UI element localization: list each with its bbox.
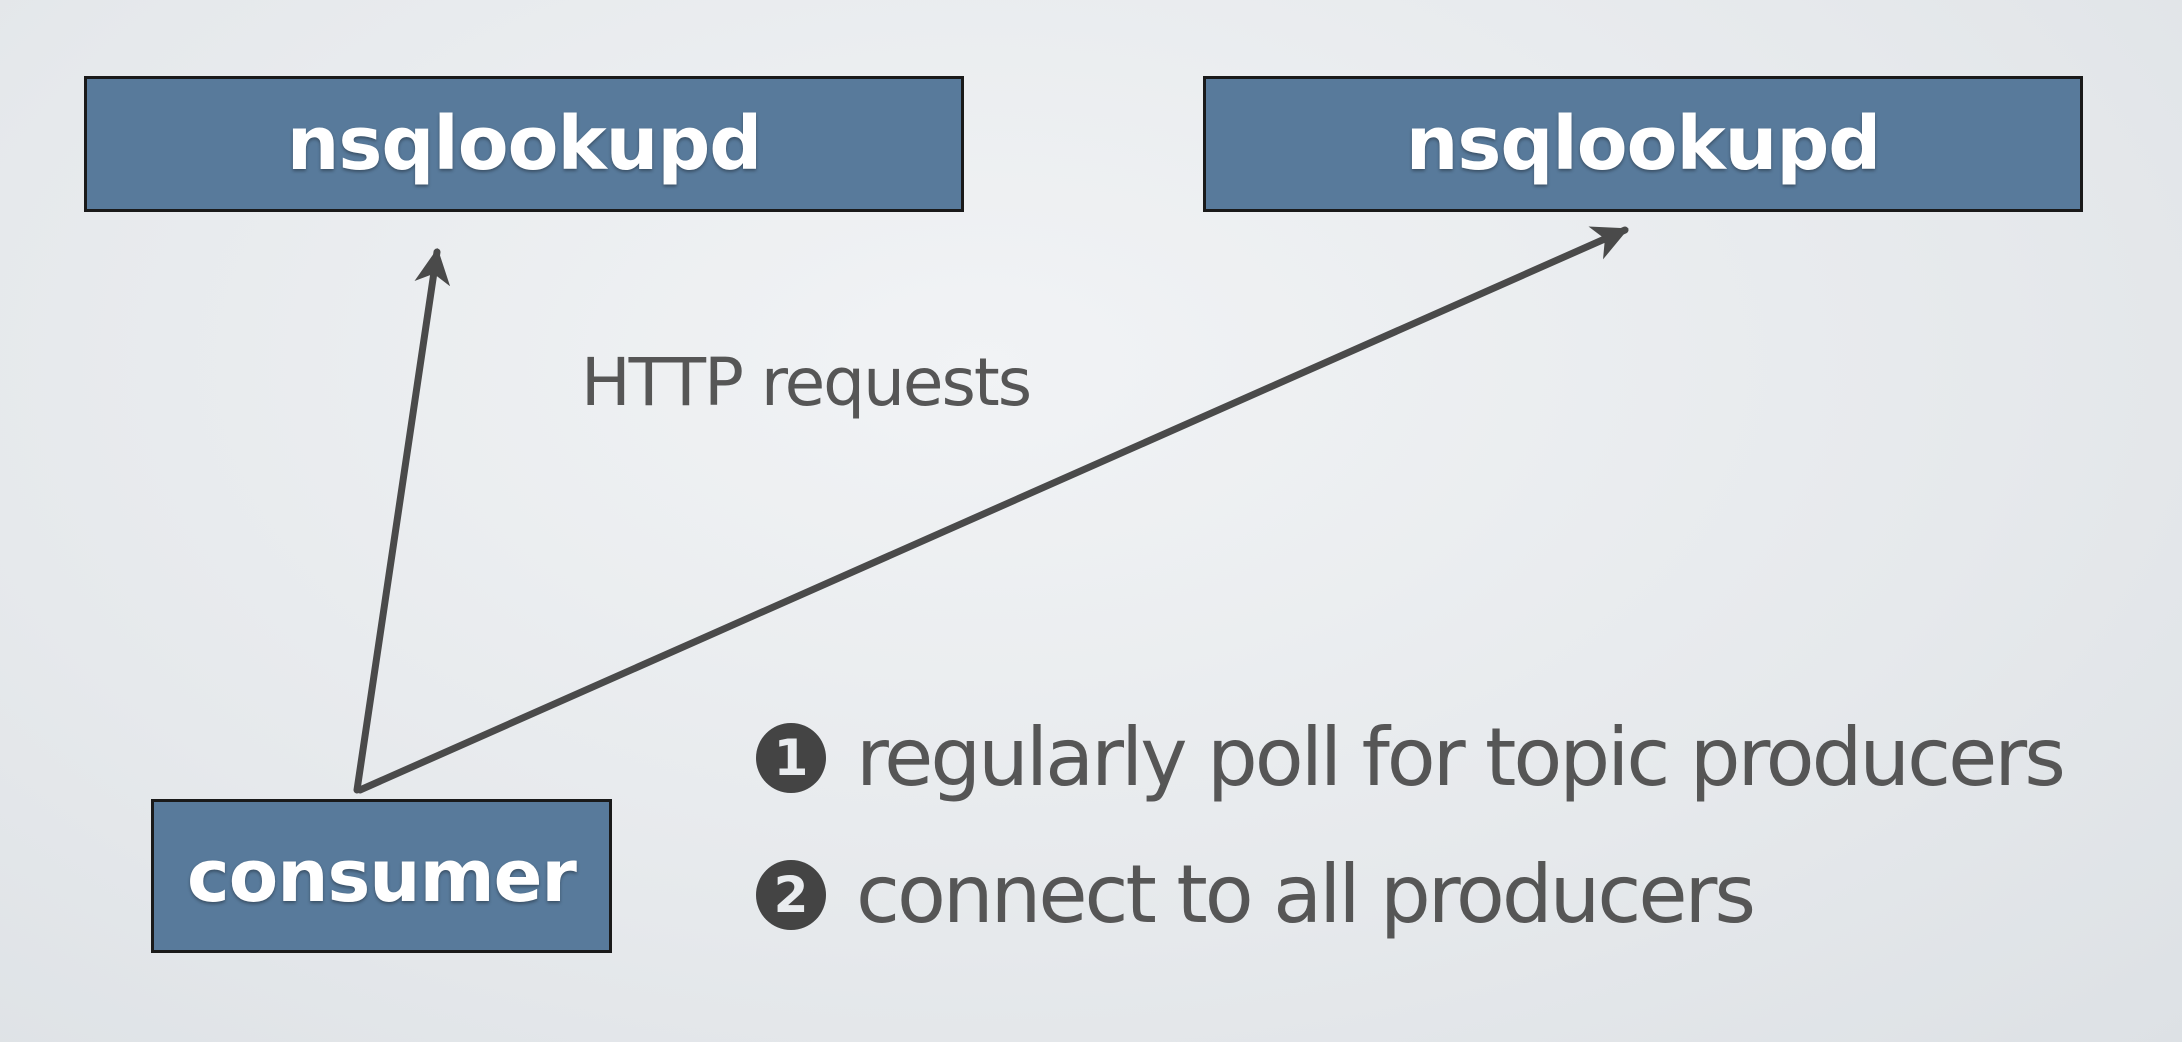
nsqlookupd-node-right: nsqlookupd [1203,76,2083,212]
arrow-to-left-lookupd [353,248,451,794]
step-2: 2 connect to all producers [756,848,1756,941]
http-requests-label: HTTP requests [581,344,1032,421]
step-number-badge: 2 [756,859,826,930]
nsqlookupd-node-left: nsqlookupd [84,76,964,212]
step-text: regularly poll for topic producers [856,711,2066,804]
step-number-badge: 1 [756,722,826,793]
step-text: connect to all producers [856,848,1756,941]
consumer-node: consumer [151,799,612,953]
step-1: 1 regularly poll for topic producers [756,711,2066,804]
arrow-to-right-lookupd [356,226,1629,794]
